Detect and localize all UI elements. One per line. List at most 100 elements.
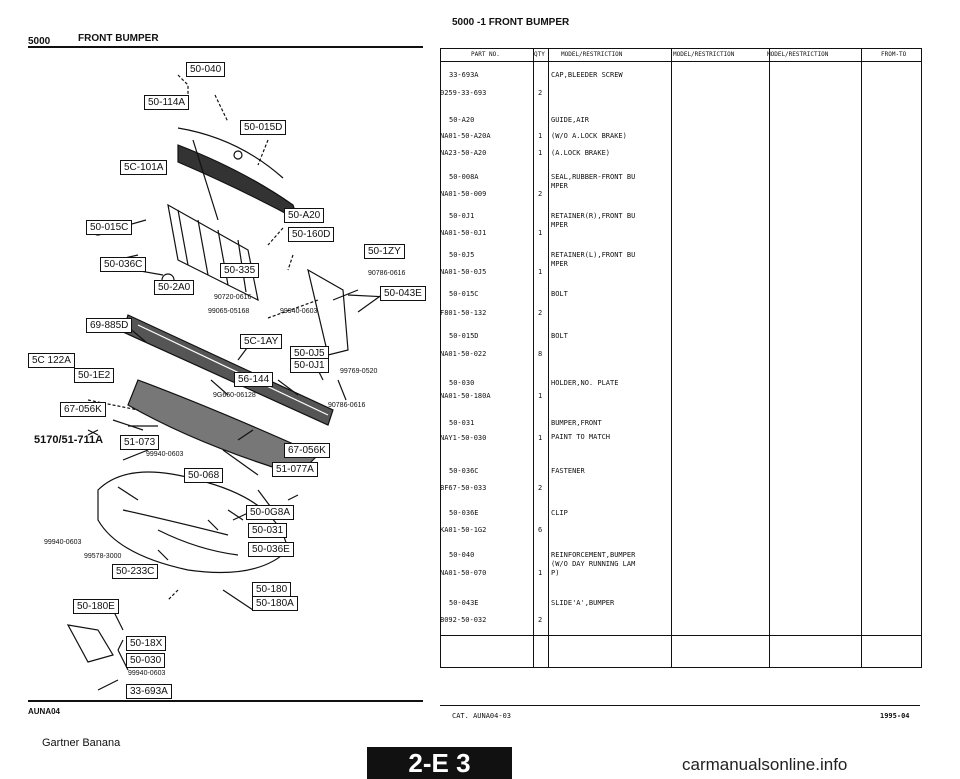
callout-50-2a0: 50-2A0 bbox=[154, 280, 195, 295]
ref-code: 33-693A bbox=[449, 71, 479, 79]
quantity: 1 bbox=[538, 268, 543, 276]
table-header-row: PART NO. QTY MODEL/RESTRICTION MODEL/RES… bbox=[441, 49, 921, 62]
description: (A.LOCK BRAKE) bbox=[551, 149, 611, 157]
quantity: 6 bbox=[538, 526, 543, 534]
callout-50-043e: 50-043E bbox=[380, 286, 426, 301]
ref-code: 50-036E bbox=[449, 509, 479, 517]
page-badge: 2-E 3 bbox=[367, 747, 512, 779]
callout-50-180a: 50-180A bbox=[252, 596, 298, 611]
table-column-rule bbox=[769, 49, 770, 667]
description: REINFORCEMENT,BUMPER(W/O DAY RUNNING LAM… bbox=[551, 551, 636, 577]
section-title: FRONT BUMPER bbox=[78, 33, 159, 44]
table-column-rule bbox=[861, 49, 862, 667]
part-number: NA01-50-A20A bbox=[440, 132, 491, 140]
parts-table: PART NO. QTY MODEL/RESTRICTION MODEL/RES… bbox=[440, 48, 922, 668]
callout-67-056k-a: 67-056K bbox=[60, 402, 106, 417]
callout-50-068: 50-068 bbox=[184, 468, 224, 483]
callout-50-180e: 50-180E bbox=[73, 599, 119, 614]
callout-50-031: 50-031 bbox=[248, 523, 288, 538]
hardware-part-number: 99769-0520 bbox=[340, 368, 378, 375]
hardware-part-number: 99940-0603 bbox=[280, 308, 318, 315]
quantity: 2 bbox=[538, 190, 543, 198]
date-code: 1995-04 bbox=[880, 712, 910, 720]
callout-50-335: 50-335 bbox=[220, 263, 260, 278]
callout-50-015d: 50-015D bbox=[240, 120, 287, 135]
hardware-part-number: 90786-0616 bbox=[328, 402, 366, 409]
quantity: 2 bbox=[538, 89, 543, 97]
callout-50-015c: 50-015C bbox=[86, 220, 133, 235]
col-header-model-restriction: MODEL/RESTRICTION bbox=[561, 51, 623, 58]
description: FASTENER bbox=[551, 467, 585, 475]
callout-50-a20: 50-A20 bbox=[284, 208, 325, 223]
hardware-part-number: 99940-0603 bbox=[146, 451, 184, 458]
ref-code: 50-0J1 bbox=[449, 212, 475, 220]
callout-50-0j5: 50-0J5 bbox=[290, 346, 329, 361]
part-number: NA01-50-070 bbox=[440, 569, 487, 577]
hardware-part-number: 90786-0616 bbox=[368, 270, 406, 277]
hardware-part-number: 99578-3000 bbox=[84, 553, 122, 560]
table-bottom-rule bbox=[441, 635, 921, 636]
callout-50-114a: 50-114A bbox=[144, 95, 190, 110]
callout-50-1zy: 50-1ZY bbox=[364, 244, 405, 259]
ref-code: 50-043E bbox=[449, 599, 479, 607]
ref-code: 50-015C bbox=[449, 290, 479, 298]
bottom-rule bbox=[28, 700, 423, 702]
callout-50-036c: 50-036C bbox=[100, 257, 147, 272]
ref-code: 50-040 bbox=[449, 551, 475, 559]
hardware-part-number: 99940-0603 bbox=[128, 670, 166, 677]
description: CLIP bbox=[551, 509, 568, 517]
part-number: NA01-50-0J1 bbox=[440, 229, 487, 237]
description: SLIDE'A',BUMPER bbox=[551, 599, 615, 607]
callout-50-1e2: 50-1E2 bbox=[74, 368, 115, 383]
watermark: carmanualsonline.info bbox=[682, 755, 848, 774]
ref-code: 50-036C bbox=[449, 467, 479, 475]
reference-note: 5170/51-711A bbox=[34, 434, 104, 446]
quantity: 1 bbox=[538, 229, 543, 237]
quantity: 1 bbox=[538, 392, 543, 400]
catalog-code: CAT. AUNA04-03 bbox=[452, 712, 512, 720]
quantity: 1 bbox=[538, 149, 543, 157]
section-code: 5000 bbox=[28, 36, 51, 47]
part-number: NA23-50-A20 bbox=[440, 149, 487, 157]
callout-50-036e: 50-036E bbox=[248, 542, 294, 557]
page-header: 5000 -1 FRONT BUMPER bbox=[452, 17, 570, 28]
quantity: 8 bbox=[538, 350, 543, 358]
callout-50-030: 50-030 bbox=[126, 653, 166, 668]
part-number: NA01-50-022 bbox=[440, 350, 487, 358]
description: BOLT bbox=[551, 290, 568, 298]
ref-code: 50-A20 bbox=[449, 116, 475, 124]
hardware-part-number: 99940-0603 bbox=[44, 539, 82, 546]
footer-rule bbox=[440, 705, 920, 706]
col-header-from-to: FROM-TO bbox=[881, 51, 907, 58]
callout-50-040: 50-040 bbox=[186, 62, 226, 77]
ref-code: 50-031 bbox=[449, 419, 475, 427]
callout-51-077a: 51-077A bbox=[272, 462, 318, 477]
part-number: KA01-50-1G2 bbox=[440, 526, 487, 534]
part-number: B092-50-032 bbox=[440, 616, 487, 624]
table-column-rule bbox=[533, 49, 534, 667]
callout-33-693a: 33-693A bbox=[126, 684, 172, 699]
col-header-model-restriction: MODEL/RESTRICTION bbox=[673, 51, 735, 58]
hardware-part-number: 99065-05168 bbox=[208, 308, 250, 315]
part-number: NAY1-50-030 bbox=[440, 434, 487, 442]
callout-5c-122a: 5C 122A bbox=[28, 353, 75, 368]
description: GUIDE,AIR(W/O A.LOCK BRAKE) bbox=[551, 116, 627, 140]
ref-code: 50-0J5 bbox=[449, 251, 475, 259]
callout-51-073: 51-073 bbox=[120, 435, 160, 450]
callout-5c-1ay: 5C-1AY bbox=[240, 334, 283, 349]
callout-67-056k-b: 67-056K bbox=[284, 443, 330, 458]
table-column-rule bbox=[671, 49, 672, 667]
callout-50-0g8a: 50-0G8A bbox=[246, 505, 295, 520]
quantity: 2 bbox=[538, 484, 543, 492]
callout-56-144: 56-144 bbox=[234, 372, 274, 387]
description: HOLDER,NO. PLATE bbox=[551, 379, 619, 387]
callout-50-18x: 50-18X bbox=[126, 636, 167, 651]
bottom-left-code: AUNA04 bbox=[28, 707, 61, 716]
quantity: 2 bbox=[538, 616, 543, 624]
part-number: F801-50-132 bbox=[440, 309, 487, 317]
quantity: 1 bbox=[538, 434, 543, 442]
